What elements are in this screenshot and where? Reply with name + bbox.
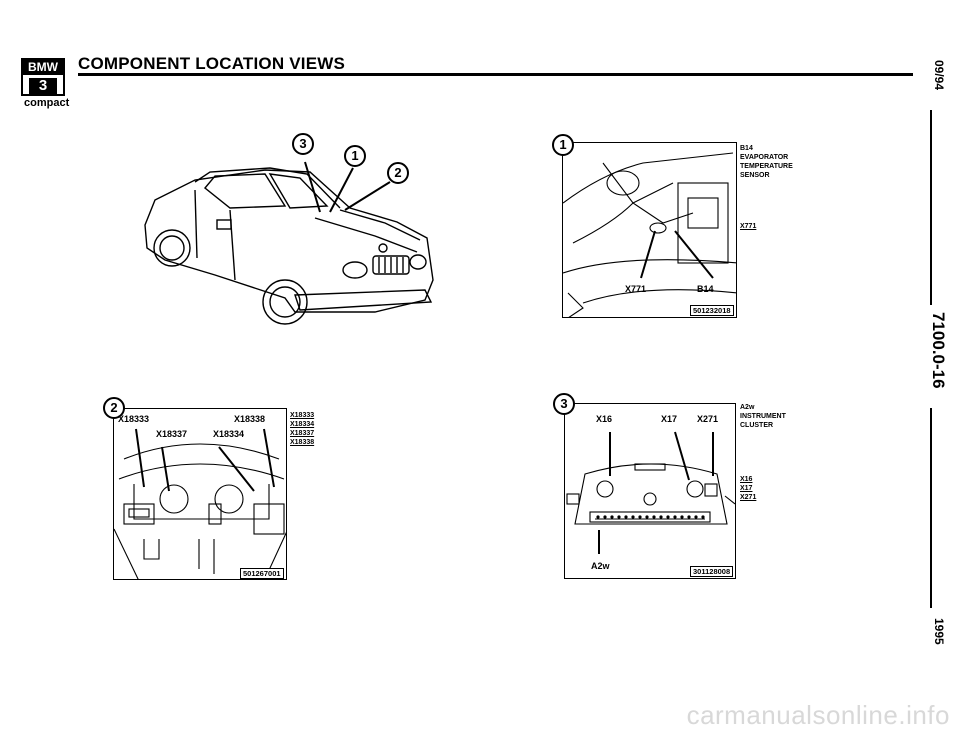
car-illustration [135, 130, 445, 345]
margin-rule-bottom [930, 408, 932, 608]
side-link-x18338: X18338 [290, 439, 315, 446]
side-label-instrument: INSTRUMENT [740, 413, 786, 420]
side-label-temperature: TEMPERATURE [740, 163, 793, 170]
side-label-evaporator: EVAPORATOR [740, 154, 789, 161]
car-drawing [144, 161, 434, 325]
figure-2-callout: 2 [103, 397, 125, 419]
figure-2-label-x18334: X18334 [213, 429, 245, 439]
margin-code: 7100.0-16 [929, 312, 948, 389]
figure-3-label-a2w: A2w [591, 561, 610, 571]
figure-3-callout: 3 [553, 393, 575, 415]
logo-subtitle: compact [24, 97, 70, 109]
figure-3-label-x17: X17 [661, 414, 678, 424]
figure-2-label-x18337: X18337 [156, 429, 188, 439]
side-link-x18337: X18337 [290, 430, 315, 437]
side-label-sensor: SENSOR [740, 172, 770, 179]
page-title: COMPONENT LOCATION VIEWS [78, 54, 346, 73]
figure-3-side-labels: A2w INSTRUMENT CLUSTER [740, 403, 786, 430]
side-link-x18333: X18333 [290, 412, 315, 419]
figure-1-box [562, 142, 737, 318]
figure-3-label-x16: X16 [596, 414, 613, 424]
figure-3-side-links: X16 X17 X271 [740, 475, 756, 502]
figure-1-callout: 1 [552, 134, 574, 156]
margin-rule-top [930, 110, 932, 305]
logo-brand: BMW [23, 60, 63, 75]
figure-3-ref: 301128008 [690, 566, 734, 577]
evaporator-sensor-drawing [563, 152, 736, 317]
figure-2-ref: 501267001 [240, 568, 284, 579]
figure-1-label-x771: X771 [625, 284, 647, 294]
watermark-url: carmanualsonline.info [686, 700, 950, 730]
side-label-b14: B14 [740, 145, 753, 152]
instrument-cluster-drawing [566, 431, 735, 554]
figure-2-label-x18338: X18338 [234, 414, 266, 424]
side-link-x18334: X18334 [290, 421, 315, 428]
side-label-a2w: A2w [740, 404, 755, 411]
car-callout-1: 1 [344, 145, 366, 167]
side-link-x16: X16 [740, 476, 753, 483]
figure-2-side-links: X18333 X18334 X18337 X18338 [290, 411, 314, 447]
margin-date: 09/94 [932, 60, 946, 91]
car-callout-3: 3 [292, 133, 314, 155]
side-link-x17: X17 [740, 485, 753, 492]
figure-3-box [564, 403, 736, 579]
figure-2-label-x18333: X18333 [118, 414, 150, 424]
margin-year: 1995 [932, 618, 946, 645]
figure-2-box [113, 408, 287, 580]
figure-1-side-link: X771 [740, 223, 757, 230]
figure-3-label-x271: X271 [697, 414, 719, 424]
side-link-x271: X271 [740, 494, 757, 501]
bmw-logo: BMW 3 [21, 58, 65, 96]
side-label-cluster: CLUSTER [740, 422, 774, 429]
logo-model: 3 [29, 78, 57, 94]
figure-1-ref: 501232018 [690, 305, 734, 316]
figure-1-side-labels: B14 EVAPORATOR TEMPERATURE SENSOR [740, 144, 793, 180]
title-rule [78, 73, 913, 76]
figure-1-label-b14: B14 [697, 284, 714, 294]
car-callout-2: 2 [387, 162, 409, 184]
dashboard-connectors-drawing [114, 428, 286, 579]
